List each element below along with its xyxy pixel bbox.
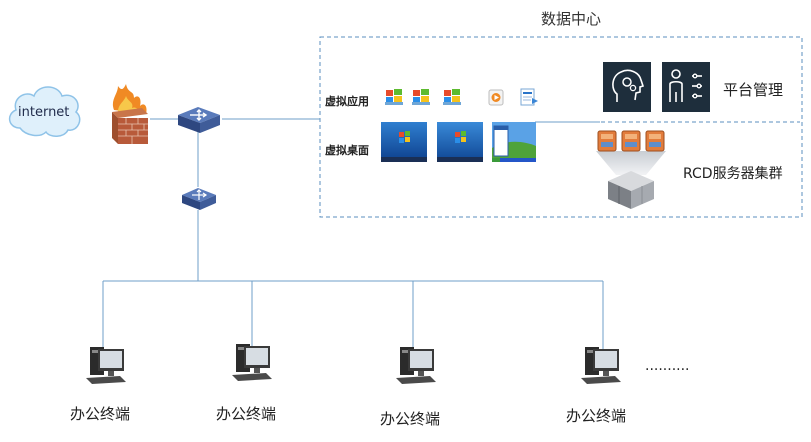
media-player-icon	[488, 89, 504, 106]
windows7-desktop-icon	[437, 122, 483, 162]
virtual-apps-label: 虚拟应用	[325, 95, 369, 108]
rcd-server-cluster-label: RCD服务器集群	[683, 166, 783, 182]
desktop-computer-icon	[232, 344, 272, 381]
terminal-label: 办公终端	[380, 410, 441, 428]
datacenter-boundary	[319, 36, 803, 218]
terminal-label: 办公终端	[566, 407, 627, 425]
more-terminals-ellipsis: ..........	[645, 358, 690, 374]
cloud-icon	[8, 86, 81, 137]
datacenter-title: 数据中心	[541, 10, 602, 28]
document-icon	[520, 88, 538, 106]
desktop-computer-icon	[581, 347, 621, 384]
server-cluster-icon	[596, 130, 666, 209]
network-switch-icon	[182, 188, 216, 210]
desktop-computer-icon	[396, 347, 436, 384]
windows-app-icon	[412, 89, 430, 105]
terminal-label: 办公终端	[70, 405, 131, 423]
network-switch-icon	[178, 107, 220, 133]
virtual-desktops-label: 虚拟桌面	[325, 144, 369, 157]
windowsxp-desktop-icon	[492, 122, 536, 162]
terminal-label: 办公终端	[216, 405, 277, 423]
windows-app-icon	[385, 89, 403, 105]
platform-management-label: 平台管理	[723, 81, 784, 99]
desktop-computer-icon	[86, 347, 126, 384]
person-settings-icon	[662, 62, 710, 112]
windows-app-icon	[443, 89, 461, 105]
internet-label: internet	[18, 105, 70, 120]
windows7-desktop-icon	[381, 122, 427, 162]
brain-gear-icon	[603, 62, 651, 112]
firewall-icon	[112, 84, 148, 144]
